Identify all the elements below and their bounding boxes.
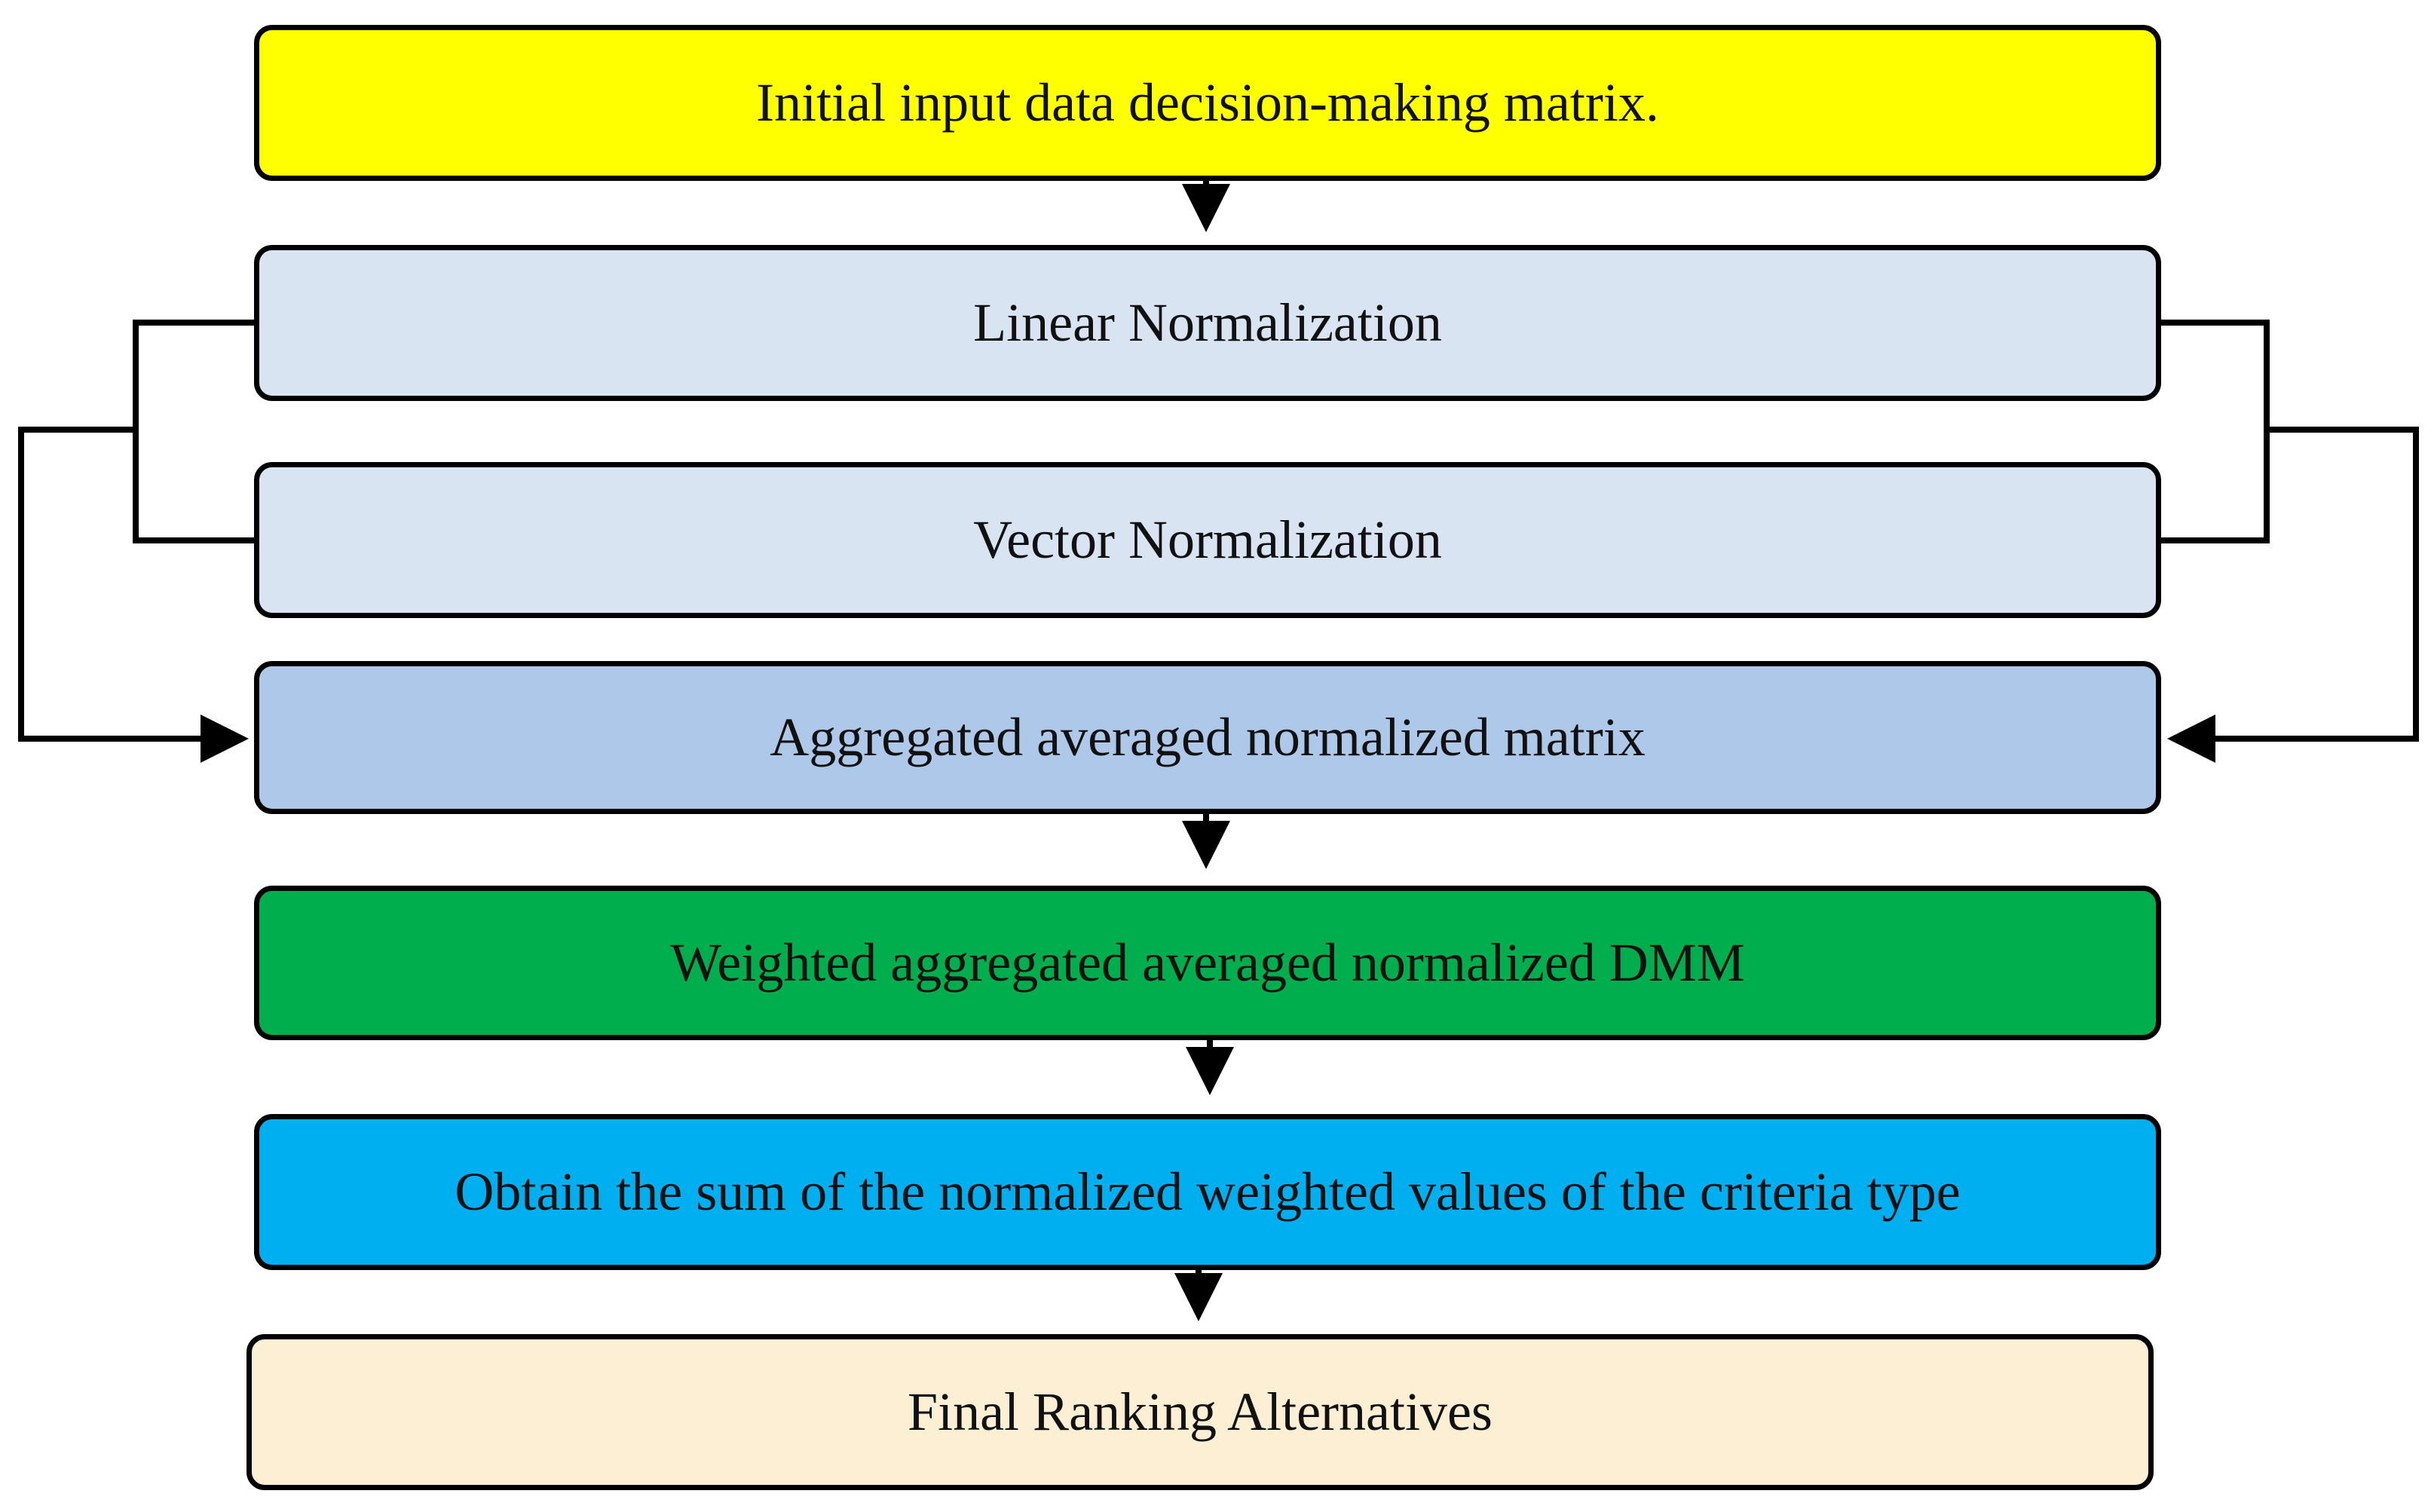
step-initial-input-label: Initial input data decision-making matri…	[756, 72, 1659, 133]
left-merge-arrow	[18, 427, 249, 763]
step-linear-normalization-label: Linear Normalization	[973, 292, 1442, 353]
step-aggregated-matrix: Aggregated averaged normalized matrix	[254, 661, 2161, 814]
step-vector-normalization: Vector Normalization	[254, 462, 2161, 618]
step-weighted-dmm-label: Weighted aggregated averaged normalized …	[670, 932, 1745, 993]
step-sum-weighted-values: Obtain the sum of the normalized weighte…	[254, 1114, 2161, 1270]
right-bracket-connector	[2156, 320, 2270, 543]
right-merge-arrow	[2167, 427, 2419, 763]
step-weighted-dmm: Weighted aggregated averaged normalized …	[254, 886, 2161, 1040]
step-aggregated-matrix-label: Aggregated averaged normalized matrix	[770, 707, 1646, 767]
left-bracket-connector	[133, 320, 254, 543]
step-final-ranking-label: Final Ranking Alternatives	[908, 1382, 1493, 1442]
step-linear-normalization: Linear Normalization	[254, 245, 2161, 401]
step-vector-normalization-label: Vector Normalization	[973, 510, 1442, 570]
step-initial-input: Initial input data decision-making matri…	[254, 25, 2161, 181]
step-sum-weighted-values-label: Obtain the sum of the normalized weighte…	[455, 1162, 1961, 1222]
step-final-ranking: Final Ranking Alternatives	[246, 1334, 2154, 1490]
